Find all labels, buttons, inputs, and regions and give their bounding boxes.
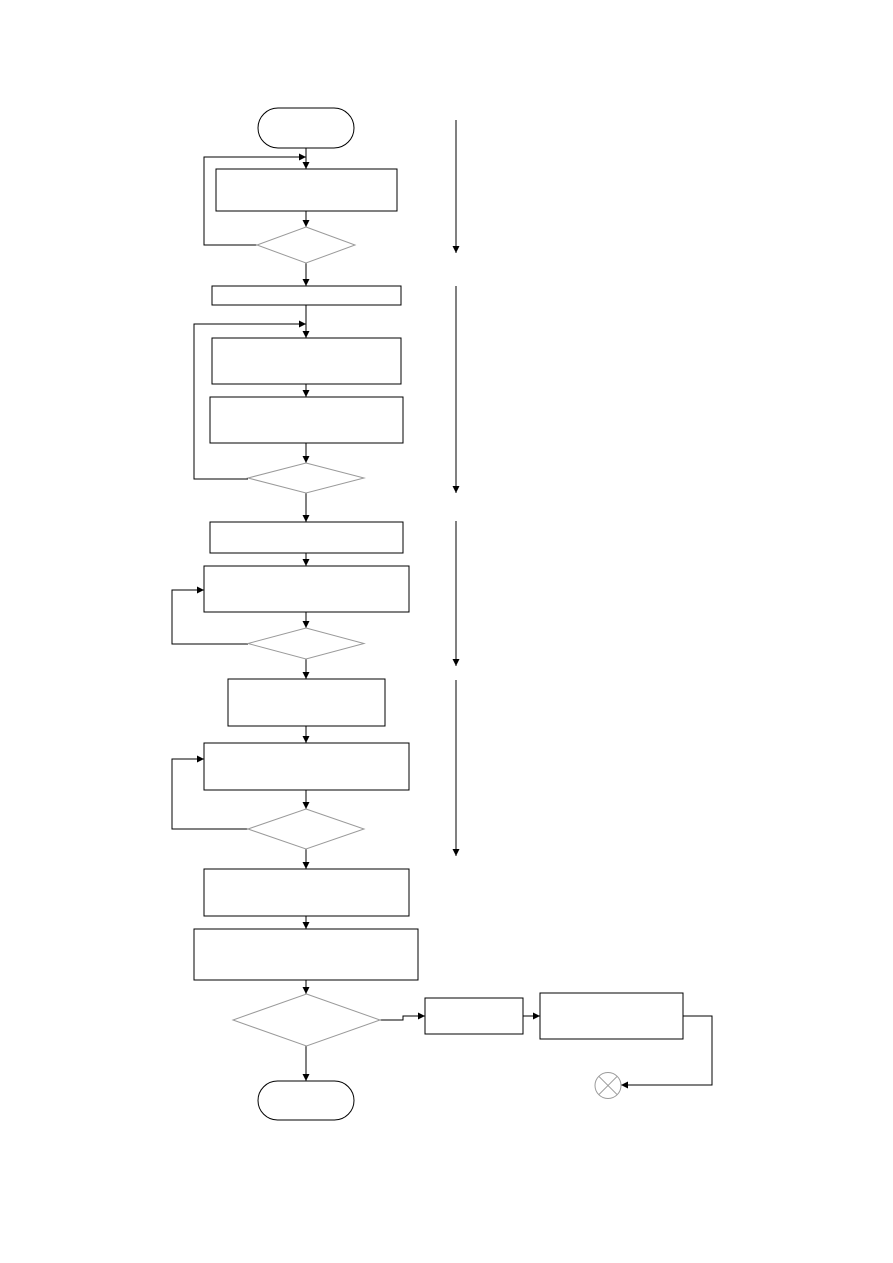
edge-d4-to-p8 — [171, 755, 248, 830]
edge-d2-to-p3 — [193, 320, 306, 480]
process-box — [203, 565, 410, 613]
flow-node-p5 — [209, 521, 404, 554]
flow-node-p3 — [211, 337, 402, 385]
flow-node-p1 — [215, 168, 398, 212]
connector-arrow — [621, 1015, 713, 1089]
connector-arrow — [171, 586, 248, 645]
edge-d3-to-p6 — [171, 586, 248, 645]
process-box — [203, 868, 410, 917]
node-layer — [193, 107, 684, 1121]
decision-diamond — [255, 226, 357, 264]
flow-node-p10 — [193, 928, 419, 981]
flow-node-stop — [257, 1080, 355, 1121]
connector-arrow — [171, 755, 248, 830]
edge-d5-to-p11 — [380, 1012, 425, 1021]
flow-node-p4 — [209, 396, 404, 444]
connector-arrow — [203, 153, 306, 246]
flow-node-p7 — [227, 678, 386, 727]
edge-d1-to-p1 — [203, 153, 306, 246]
process-box — [209, 521, 404, 554]
flow-node-fail-symbol — [594, 1072, 622, 1099]
flow-node-d3 — [246, 627, 366, 660]
process-box — [424, 997, 524, 1035]
terminal-shape — [257, 1080, 355, 1121]
flow-node-d5 — [231, 993, 382, 1047]
flow-node-p9 — [203, 868, 410, 917]
flow-node-p8 — [203, 742, 410, 791]
flow-node-p11 — [424, 997, 524, 1035]
flow-node-p6 — [203, 565, 410, 613]
decision-diamond — [246, 462, 366, 494]
connector-layer — [171, 148, 713, 1089]
process-box — [539, 992, 684, 1040]
process-box — [211, 337, 402, 385]
flow-node-d1 — [255, 226, 357, 264]
process-box — [215, 168, 398, 212]
process-box — [227, 678, 386, 727]
flow-node-p2 — [211, 285, 402, 306]
edge-p12-to-fail-symbol — [621, 1015, 713, 1089]
process-box — [211, 285, 402, 306]
flow-node-d4 — [246, 808, 366, 850]
flow-node-d2 — [246, 462, 366, 494]
process-box — [203, 742, 410, 791]
flow-node-start — [257, 107, 355, 149]
decision-diamond — [246, 627, 366, 660]
connector-arrow — [193, 320, 306, 480]
decision-diamond — [231, 993, 382, 1047]
process-box — [209, 396, 404, 444]
flow-node-p12 — [539, 992, 684, 1040]
connector-arrow — [380, 1012, 425, 1021]
terminal-shape — [257, 107, 355, 149]
decision-diamond — [246, 808, 366, 850]
process-box — [193, 928, 419, 981]
